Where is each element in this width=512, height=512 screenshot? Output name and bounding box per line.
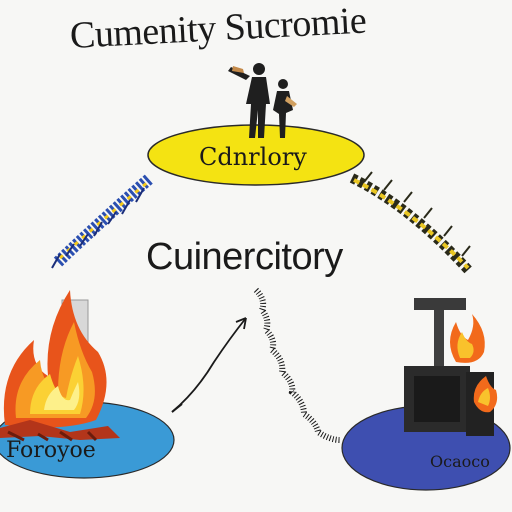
left-connector-rope bbox=[51, 173, 154, 269]
campfire-icon bbox=[0, 290, 120, 442]
center-text: Cuinercitory bbox=[146, 236, 343, 278]
stove-fire-icon bbox=[404, 298, 498, 436]
left-node-label: Foroyoe bbox=[6, 438, 96, 463]
top-node-label: Cdnrlory bbox=[199, 143, 307, 171]
people-silhouette-icon bbox=[228, 63, 297, 138]
center-squiggle-connector bbox=[253, 287, 341, 443]
center-arrow bbox=[171, 317, 247, 413]
right-connector-rope bbox=[349, 171, 474, 276]
right-node-label: Ocaoco bbox=[430, 452, 490, 471]
